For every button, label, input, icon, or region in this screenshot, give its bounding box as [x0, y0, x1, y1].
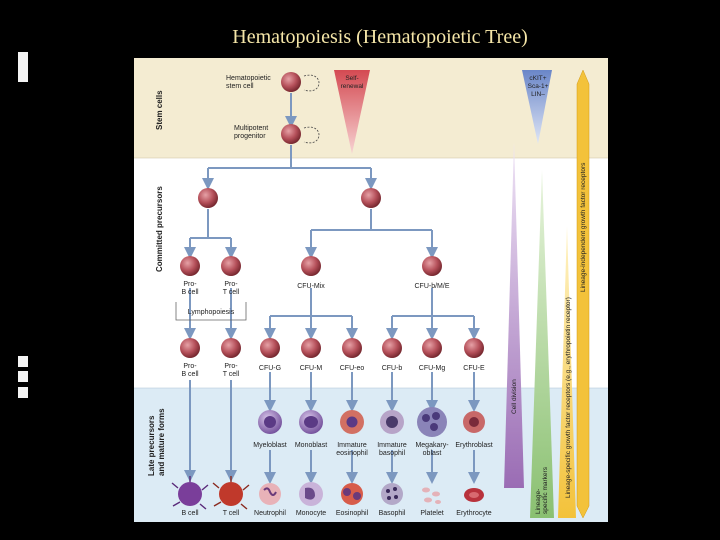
myeloid-progenitor [361, 188, 381, 208]
cfu-mg [422, 338, 442, 358]
cfu-m-label: CFU-M [300, 365, 323, 372]
monoblast-label: Monoblast [295, 442, 327, 449]
megakaryoblast-label-2: oblast [423, 450, 442, 457]
neutrophil-label: Neutrophil [254, 510, 286, 517]
t-cell-label: T cell [223, 510, 240, 517]
b-cell [171, 476, 209, 510]
cell-division-label: Cell division [511, 379, 518, 414]
self-renewal-label-1: Self- [345, 75, 358, 82]
lineage-branch-lines [184, 145, 480, 484]
markers-label-2: Sca-1+ [528, 83, 549, 90]
immature-basophil-label-1: Immature [377, 442, 407, 449]
cfu-e-label: CFU-E [463, 365, 485, 372]
lineage-independent-gf-bar [576, 69, 590, 519]
lineage-markers-label-1: Lineage- [535, 489, 542, 514]
cfu-eo [342, 338, 362, 358]
lineage-independent-gf-label: Lineage-independent growth factor recept… [580, 162, 587, 292]
cfu-b-label: CFU-b [382, 365, 403, 372]
platelet [422, 487, 441, 504]
pro-b-2-label-2: B cell [181, 371, 199, 378]
pro-b-label-2: B cell [181, 289, 199, 296]
pro-t-label-1: Pro- [224, 281, 238, 288]
self-renewal-gradient [334, 70, 370, 154]
cfu-eo-label: CFU-eo [340, 365, 365, 372]
neutrophil [259, 483, 281, 505]
megakaryoblast-label-1: Megakary- [415, 442, 449, 449]
pro-b-label-1: Pro- [183, 281, 197, 288]
cfu-mix [301, 256, 321, 276]
eosinophil-label: Eosinophil [336, 510, 369, 517]
immature-eosinophil-label-2: eosinophil [336, 450, 368, 457]
band-label-late-2: and mature forms [157, 408, 166, 476]
lymphoid-progenitor [198, 188, 218, 208]
megakaryoblast-cell [417, 407, 447, 437]
cfu-g [260, 338, 280, 358]
band-label-stem: Stem cells [155, 90, 164, 130]
t-cell [212, 476, 250, 510]
hematopoietic-stem-cell [281, 72, 301, 92]
basophil-label: Basophil [379, 510, 406, 517]
slide-bullet-marker [18, 387, 28, 398]
stem-markers-gradient [522, 70, 552, 144]
pro-t-label-2: T cell [223, 289, 240, 296]
slide-bullet-marker [18, 371, 28, 382]
lineage-markers-label-2: specific markers [542, 466, 549, 514]
markers-label-1: cKIT+ [529, 75, 546, 82]
erythroblast-label: Erythroblast [455, 442, 492, 449]
eosinophil [341, 483, 363, 505]
platelet-label: Platelet [420, 510, 443, 517]
lymphopoiesis-label: Lymphopoiesis [188, 309, 235, 316]
cfu-m [301, 338, 321, 358]
basophil [381, 483, 403, 505]
cfu-g-label: CFU-G [259, 365, 281, 372]
cfu-e [464, 338, 484, 358]
cfu-mg-label: CFU-Mg [419, 365, 446, 372]
lineage-markers-gradient [530, 170, 554, 518]
slide-bullet-marker [18, 52, 28, 82]
pro-t-cell-stage-2 [221, 338, 241, 358]
erythrocyte-label: Erythrocyte [456, 510, 492, 517]
immature-eosinophil-label-1: Immature [337, 442, 367, 449]
hematopoietic-tree-diagram: Stem cells Committed precursors Late pre… [134, 58, 608, 522]
lymphopoiesis-bracket [175, 302, 247, 321]
hsc-label-1: Hematopoietic [226, 75, 271, 82]
pro-t-2-label-1: Pro- [224, 363, 238, 370]
cfu-b [382, 338, 402, 358]
markers-label-3: LIN– [531, 91, 545, 98]
hematopoiesis-figure: Stem cells Committed precursors Late pre… [134, 58, 608, 522]
pro-t-cell [221, 256, 241, 276]
self-renewal-label-2: renewal [341, 83, 364, 90]
pro-b-2-label-1: Pro- [183, 363, 197, 370]
multipotent-progenitor [281, 124, 301, 144]
band-label-committed: Committed precursors [155, 186, 164, 272]
monocyte-label: Monocyte [296, 510, 326, 517]
progenitor-loop-arrow [303, 126, 320, 144]
lineage-specific-gf-label: Lineage-specific growth factor receptors… [565, 297, 572, 498]
b-cell-label: B cell [181, 510, 199, 517]
hsc-label-2: stem cell [226, 83, 254, 90]
pro-t-2-label-2: T cell [223, 371, 240, 378]
cell-division-gradient [504, 142, 524, 488]
erythrocyte [464, 488, 484, 502]
slide-title: Hematopoiesis (Hematopoietic Tree) [232, 26, 528, 48]
lineage-specific-gf-gradient [558, 226, 576, 518]
pro-b-cell [180, 256, 200, 276]
pro-b-cell-stage-2 [180, 338, 200, 358]
cfu-bme-label: CFU-b/M/E [415, 283, 450, 290]
myeloblast-label: Myeloblast [253, 442, 287, 449]
mpp-label-2: progenitor [234, 133, 266, 140]
slide-bullet-marker [18, 356, 28, 367]
band-label-late-1: Late precursors [147, 415, 156, 476]
mpp-label-1: Multipotent [234, 125, 268, 132]
late-band [134, 388, 608, 522]
self-renewal-loop-arrow [303, 74, 320, 92]
monocyte [299, 482, 323, 506]
immature-basophil-label-2: basophil [379, 450, 406, 457]
cfu-mix-label: CFU-Mix [297, 283, 325, 290]
cfu-bme [422, 256, 442, 276]
